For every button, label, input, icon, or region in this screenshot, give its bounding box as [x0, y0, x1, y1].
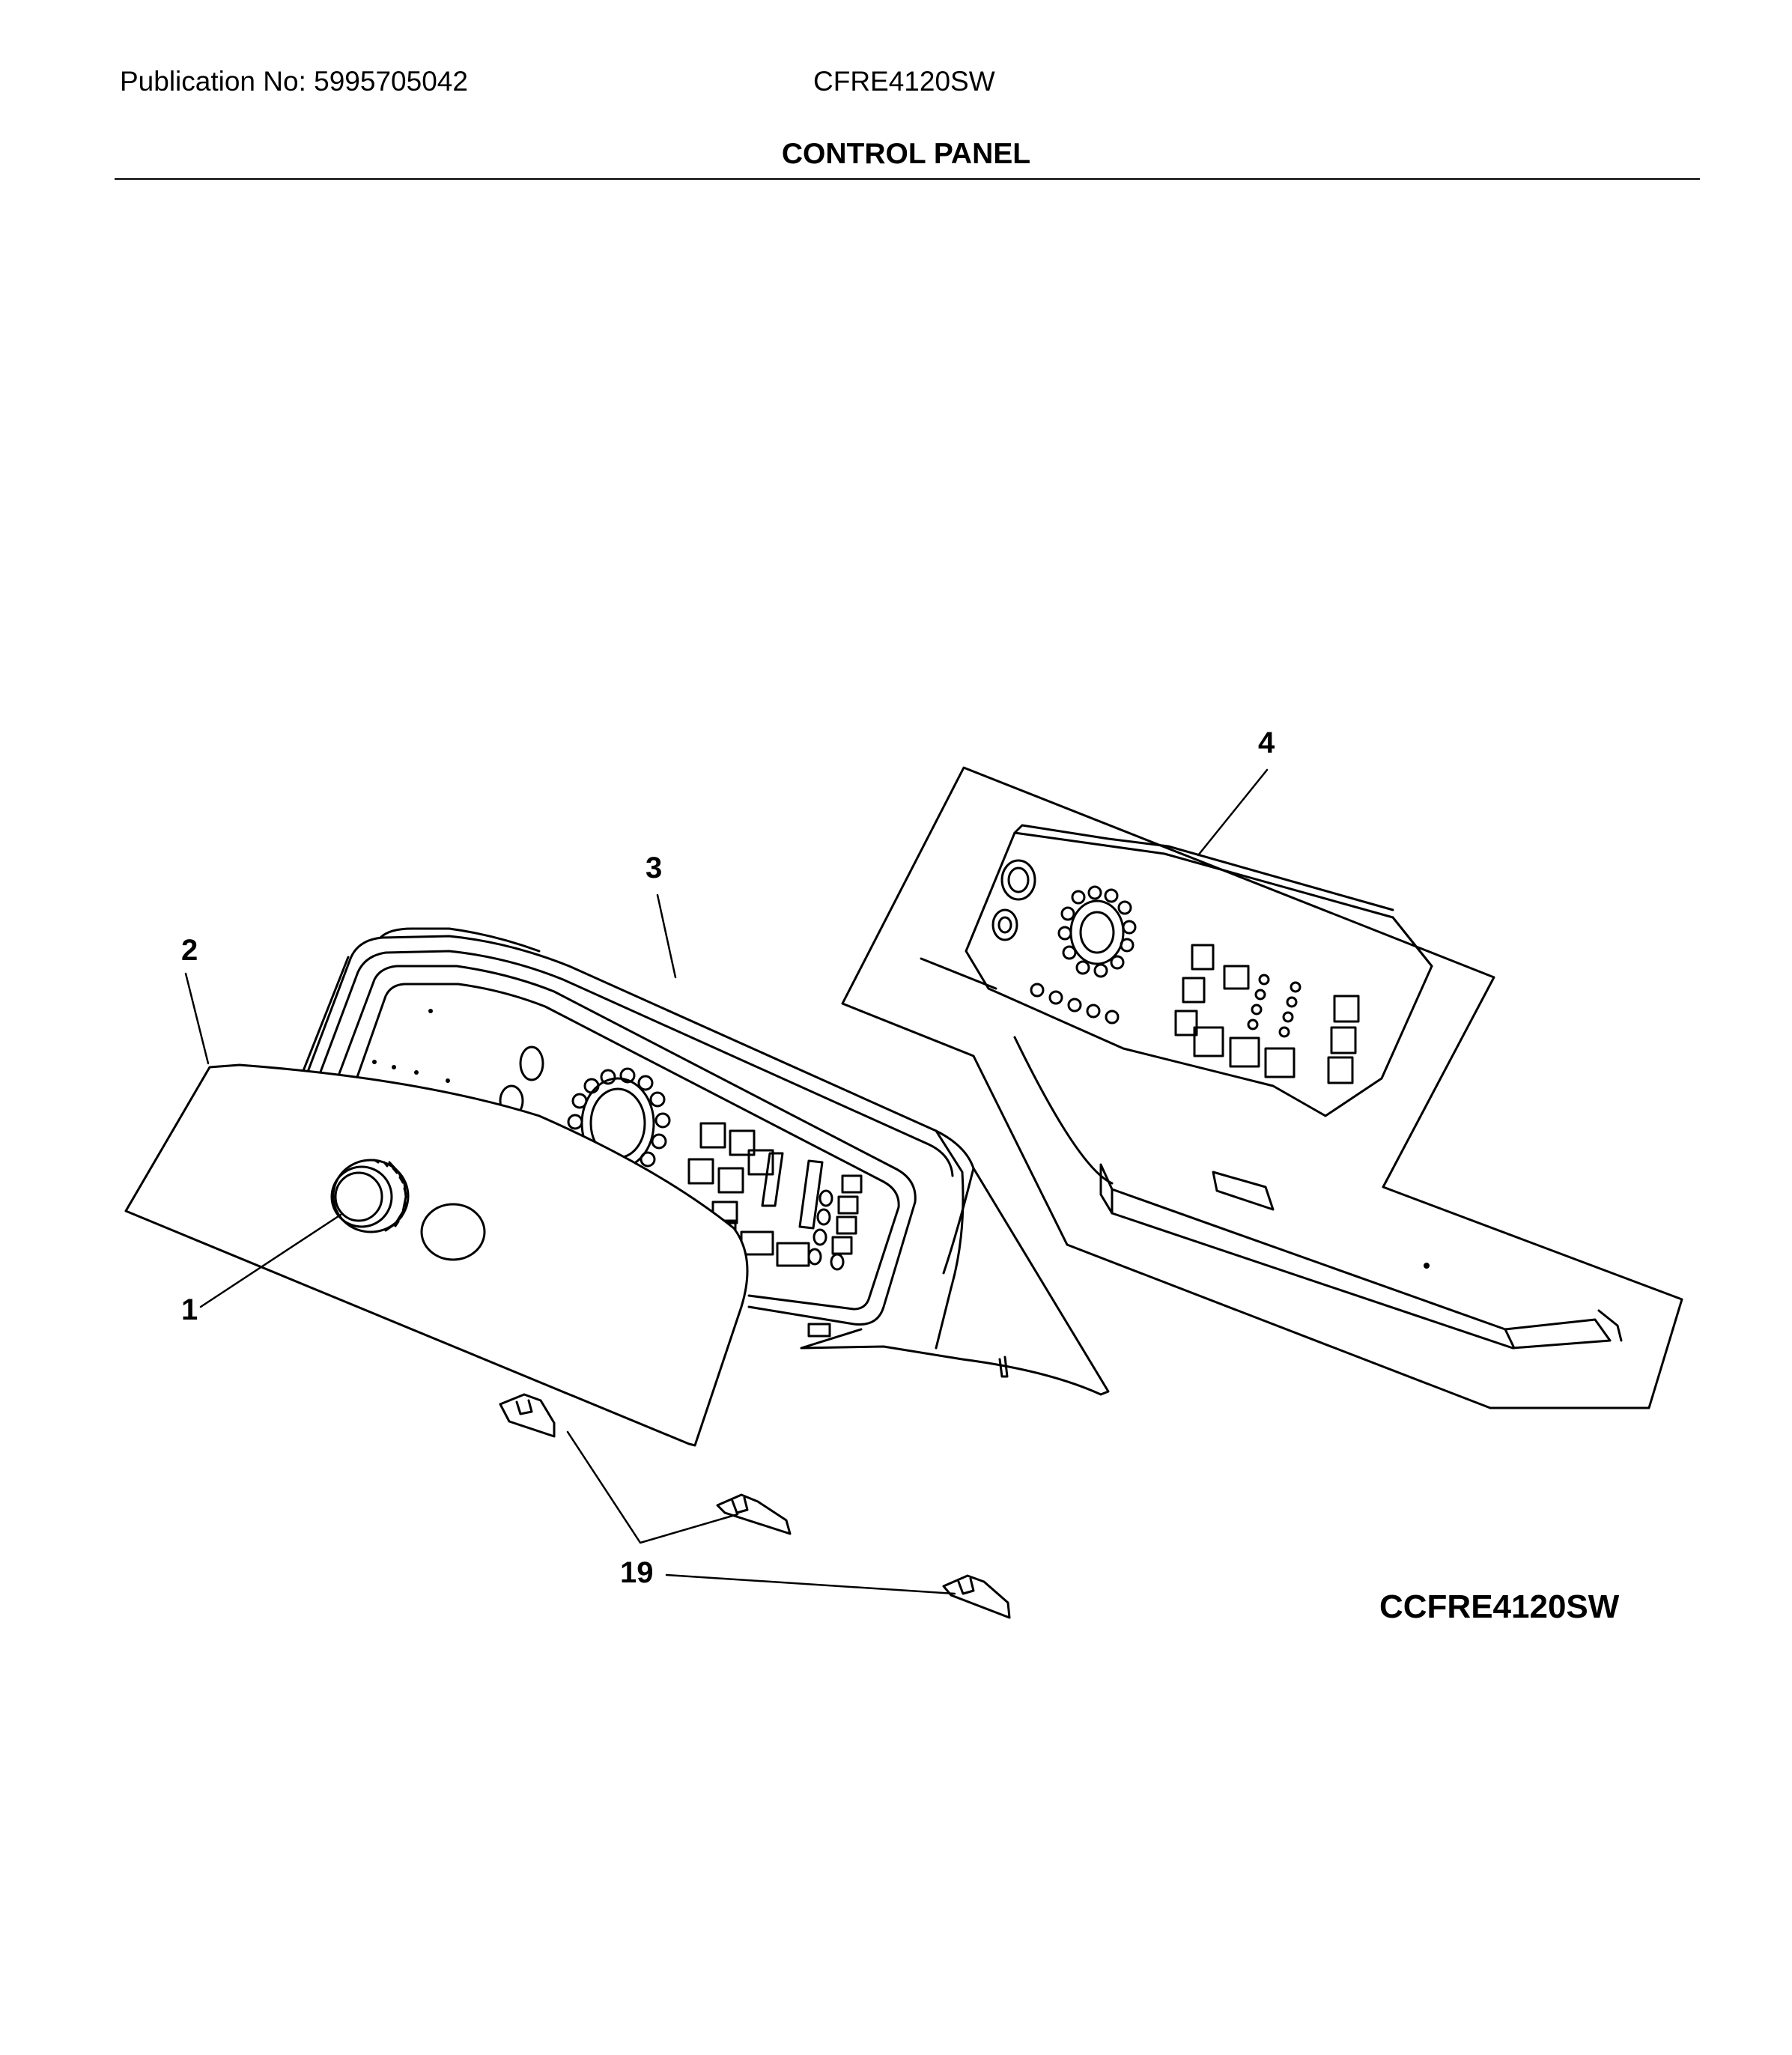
- clip-2: [716, 1493, 792, 1535]
- callout-1: 1: [181, 1293, 198, 1326]
- callout-2: 2: [181, 934, 198, 967]
- model-number: CFRE4120SW: [813, 66, 995, 97]
- callout-4: 4: [1258, 726, 1275, 759]
- callout-19: 19: [620, 1556, 654, 1589]
- publication-number: Publication No: 5995705042: [120, 66, 468, 97]
- figure-id: CCFRE4120SW: [1379, 1588, 1620, 1625]
- control-board-inset: [841, 766, 1683, 1409]
- header-rule: [115, 178, 1700, 180]
- clip-3: [942, 1574, 1011, 1619]
- selector-knob: [330, 1159, 486, 1261]
- console-housing: [294, 927, 1110, 1396]
- leader-lines: [184, 768, 1269, 1595]
- section-title: CONTROL PANEL: [781, 138, 1031, 170]
- callout-3: 3: [646, 852, 662, 884]
- clip-1: [499, 1393, 556, 1438]
